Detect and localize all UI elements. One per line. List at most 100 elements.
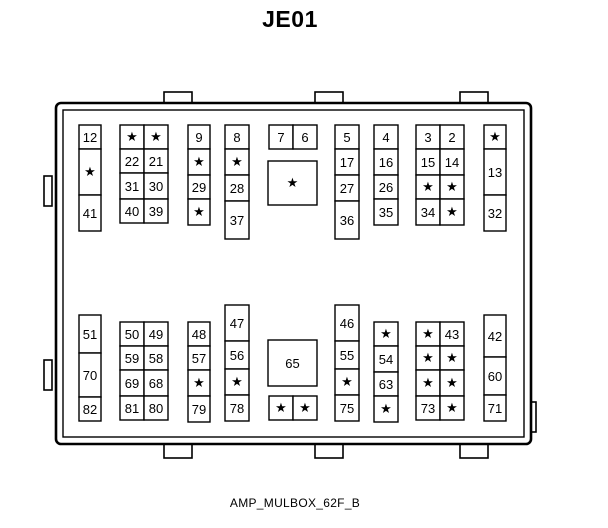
fuse-slot-number: 59	[125, 351, 139, 366]
fuse-slot-number: 47	[230, 316, 244, 331]
fuse-slot-number: 5	[343, 130, 350, 145]
fuse-slot-number: 78	[230, 401, 244, 416]
fuse-slot-number: 27	[340, 181, 354, 196]
fuse-slot	[143, 148, 169, 174]
fuse-slot-number: 69	[125, 376, 139, 391]
fuse-slot-number: 2	[448, 130, 455, 145]
fuse-slot	[267, 339, 318, 387]
fuse-slot-number: 35	[379, 205, 393, 220]
fuse-slot-number: 29	[192, 180, 206, 195]
fuse-slot-number: 70	[83, 368, 97, 383]
spare-slot-star: ★	[446, 204, 458, 219]
fuse-slot-number: 37	[230, 213, 244, 228]
spare-slot-star: ★	[193, 204, 205, 219]
fuse-slot-number: 41	[83, 206, 97, 221]
fuse-slot-number: 40	[125, 204, 139, 219]
fuse-slot	[415, 369, 441, 397]
fuse-slot-number: 14	[445, 155, 459, 170]
fuse-slot	[373, 148, 399, 176]
fuse-slot	[78, 396, 102, 422]
fuse-slot-number: 15	[421, 155, 435, 170]
fuse-slot	[187, 395, 211, 423]
fuse-slot-number: 63	[379, 377, 393, 392]
fuse-slot-number: 32	[488, 206, 502, 221]
spare-slot-star: ★	[489, 129, 501, 144]
fuse-slot-number: 58	[149, 351, 163, 366]
fuse-slot	[119, 148, 145, 174]
fuse-slot	[224, 148, 250, 176]
fuse-slot-number: 81	[125, 401, 139, 416]
fuse-slot-number: 46	[340, 316, 354, 331]
spare-slot-star: ★	[422, 350, 434, 365]
fuse-slot	[143, 369, 169, 397]
fuse-slot-number: 60	[488, 369, 502, 384]
spare-slot-star: ★	[193, 154, 205, 169]
fuse-slot	[78, 194, 102, 232]
spare-slot-star: ★	[422, 375, 434, 390]
fuse-slot-number: 55	[340, 348, 354, 363]
fuse-slot	[439, 174, 465, 200]
fuse-slot	[119, 395, 145, 421]
fuse-slot	[373, 321, 399, 347]
fuse-slot	[119, 369, 145, 397]
fuse-slot-number: 21	[149, 154, 163, 169]
spare-slot-star: ★	[446, 375, 458, 390]
fuse-slot	[143, 321, 169, 347]
spare-slot-star: ★	[84, 164, 96, 179]
fuse-slot-number: 43	[445, 327, 459, 342]
spare-slot-star: ★	[341, 374, 353, 389]
fuse-slot	[439, 345, 465, 371]
side-latch	[43, 175, 53, 207]
fuse-slot	[483, 394, 507, 422]
fuse-slot	[373, 345, 399, 373]
fuse-slot	[334, 148, 360, 176]
diagram-caption: AMP_MULBOX_62F_B	[229, 496, 361, 510]
spare-slot-star: ★	[446, 350, 458, 365]
fuse-slot	[439, 395, 465, 421]
spare-slot-star: ★	[287, 175, 299, 190]
spare-slot-star: ★	[380, 326, 392, 341]
spare-slot-star: ★	[231, 154, 243, 169]
fuse-slot	[292, 395, 318, 421]
spare-slot-star: ★	[446, 400, 458, 415]
fuse-slot	[292, 124, 318, 150]
spare-slot-star: ★	[150, 129, 162, 144]
fuse-slot-number: 28	[230, 181, 244, 196]
fuse-slot-number: 36	[340, 213, 354, 228]
fuse-slot	[143, 345, 169, 371]
fuse-slot-number: 26	[379, 180, 393, 195]
fuse-slot-number: 54	[379, 352, 393, 367]
fuse-slot-number: 71	[488, 401, 502, 416]
fuse-slot-number: 9	[195, 130, 202, 145]
spare-slot-star: ★	[299, 400, 311, 415]
fuse-slot-number: 31	[125, 179, 139, 194]
spare-slot-star: ★	[446, 179, 458, 194]
fuse-slot-number: 39	[149, 204, 163, 219]
fuse-slot-number: 49	[149, 327, 163, 342]
fuse-slot-number: 75	[340, 401, 354, 416]
fuse-box-outline	[54, 101, 533, 446]
fuse-slot-number: 3	[424, 130, 431, 145]
fuse-box-inner-outline	[62, 109, 525, 438]
fuse-slot	[143, 172, 169, 200]
fuse-slot	[439, 198, 465, 226]
fuse-slot-number: 50	[125, 327, 139, 342]
fuse-slot-number: 56	[230, 348, 244, 363]
fuse-slot-number: 22	[125, 154, 139, 169]
spare-slot-star: ★	[231, 374, 243, 389]
fuse-slot-number: 42	[488, 329, 502, 344]
fuse-slot-number: 48	[192, 327, 206, 342]
spare-slot-star: ★	[380, 401, 392, 416]
fuse-slot-number: 17	[340, 155, 354, 170]
fuse-slot	[267, 160, 318, 206]
spare-slot-star: ★	[193, 375, 205, 390]
fuse-slot-number: 80	[149, 401, 163, 416]
fuse-slot	[415, 198, 441, 226]
fuse-slot	[268, 124, 294, 150]
fuse-slot	[224, 394, 250, 422]
fuse-slot	[224, 200, 250, 240]
fuse-slot-number: 57	[192, 351, 206, 366]
fuse-slot	[439, 124, 465, 150]
fuse-slot-number: 68	[149, 376, 163, 391]
